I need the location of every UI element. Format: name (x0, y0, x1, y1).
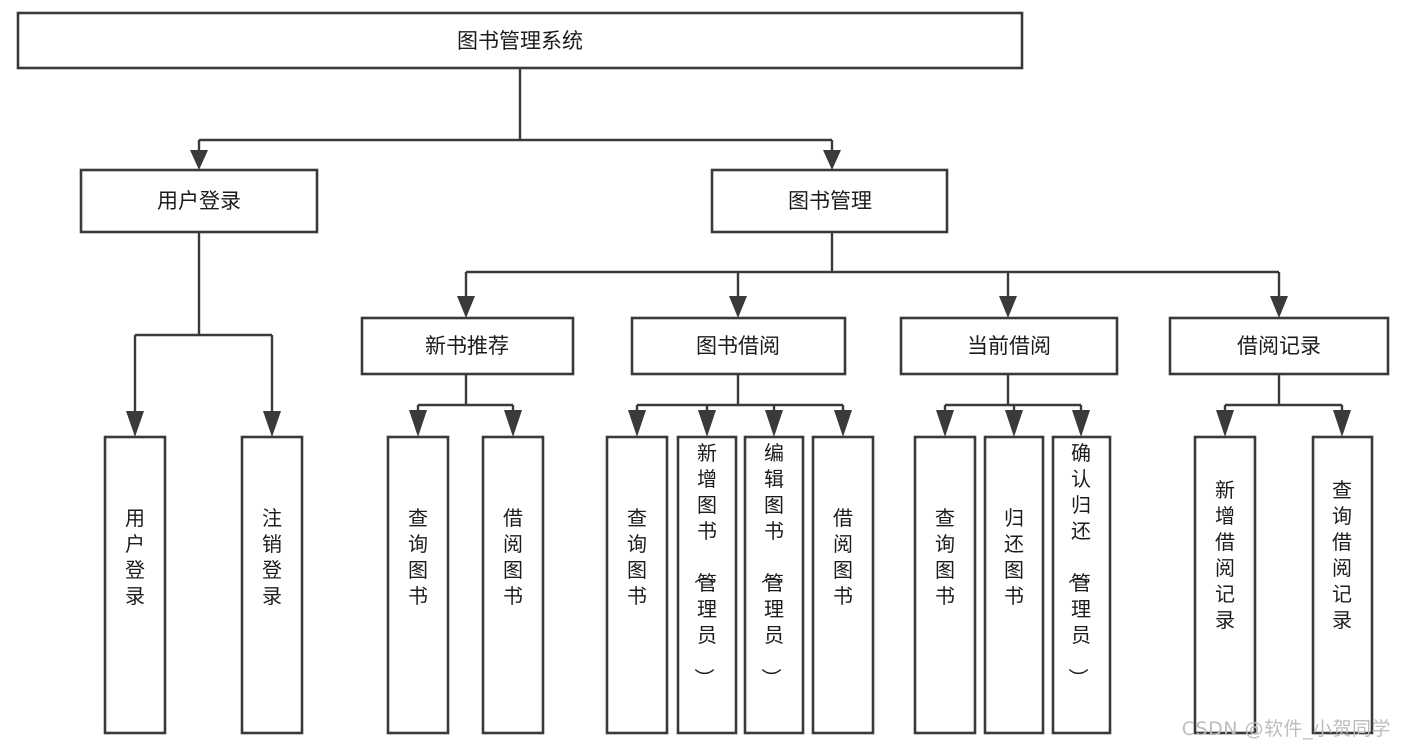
node-leaf-user-logout[interactable]: 注销登录 (240, 435, 304, 735)
arrow-to-leaf-query-book-1 (409, 410, 427, 437)
arrow-to-leaf-add-book (698, 410, 716, 437)
arrow-to-leaf-query-record (1333, 410, 1351, 437)
connector-group-book-borrow (628, 374, 852, 437)
node-book-borrow-box[interactable] (630, 316, 847, 376)
node-leaf-edit-book[interactable]: 编辑图书（管理员） (743, 435, 805, 735)
node-current-borrow[interactable]: 当前借阅 (899, 316, 1119, 376)
node-leaf-add-record[interactable]: 新增借阅记录 (1193, 435, 1257, 735)
arrow-to-leaf-user-login (126, 411, 144, 437)
arrow-to-user-login (190, 150, 208, 170)
node-leaf-add-book[interactable]: 新增图书（管理员） (676, 435, 738, 735)
node-leaf-confirm-return-box[interactable] (1051, 435, 1112, 735)
arrow-to-leaf-user-logout (263, 411, 281, 437)
node-leaf-user-login-box[interactable] (103, 435, 167, 735)
node-root-box[interactable] (16, 11, 1024, 70)
arrow-to-new-book-rec (457, 296, 475, 318)
node-leaf-user-logout-box[interactable] (240, 435, 304, 735)
node-leaf-query-book-1-box[interactable] (386, 435, 450, 735)
node-leaf-add-book-label: 新增图书（管理员） (692, 441, 717, 688)
node-leaf-query-book-2-label: 查询图书 (627, 506, 647, 608)
node-user-login-box[interactable] (79, 168, 319, 234)
node-leaf-borrow-book-1-label: 借阅图书 (503, 506, 523, 608)
node-leaf-borrow-book-2-box[interactable] (811, 435, 875, 735)
connector-group-borrow-record (1216, 374, 1351, 437)
node-leaf-borrow-book-2-label: 借阅图书 (833, 506, 853, 608)
node-user-login[interactable]: 用户登录 (79, 168, 319, 234)
arrow-to-book-manage (823, 150, 841, 170)
node-book-manage[interactable]: 图书管理 (710, 168, 949, 234)
node-leaf-query-book-1-label: 查询图书 (408, 506, 428, 608)
node-leaf-query-book-2[interactable]: 查询图书 (605, 435, 669, 735)
arrow-to-leaf-borrow-book-1 (504, 410, 522, 437)
node-leaf-borrow-book-1-box[interactable] (481, 435, 545, 735)
node-leaf-query-record[interactable]: 查询借阅记录 (1311, 435, 1374, 735)
node-user-login-label: 用户登录 (157, 189, 241, 213)
node-current-borrow-box[interactable] (899, 316, 1119, 376)
arrow-to-borrow-record (1270, 296, 1288, 318)
node-leaf-query-book-3-label: 查询图书 (935, 506, 955, 608)
arrow-to-current-borrow (999, 296, 1017, 318)
node-current-borrow-label: 当前借阅 (967, 334, 1051, 358)
node-leaf-add-record-label: 新增借阅记录 (1215, 478, 1235, 632)
node-leaf-borrow-book-2[interactable]: 借阅图书 (811, 435, 875, 735)
node-leaf-edit-book-box[interactable] (743, 435, 805, 735)
node-leaf-return-book-label: 归还图书 (1004, 506, 1024, 608)
node-leaf-user-logout-label: 注销登录 (262, 506, 282, 608)
node-leaf-return-book-box[interactable] (983, 435, 1045, 735)
node-leaf-confirm-return[interactable]: 确认归还（管理员） (1051, 435, 1112, 735)
arrow-to-leaf-return-book (1005, 410, 1023, 437)
node-borrow-record-box[interactable] (1168, 316, 1390, 376)
node-leaf-add-book-box[interactable] (676, 435, 738, 735)
node-book-borrow[interactable]: 图书借阅 (630, 316, 847, 376)
arrow-to-leaf-query-book-3 (936, 410, 954, 437)
node-new-book-rec[interactable]: 新书推荐 (360, 316, 575, 376)
node-new-book-rec-label: 新书推荐 (425, 334, 509, 358)
node-leaf-edit-book-label: 编辑图书（管理员） (759, 441, 784, 688)
arrow-to-leaf-add-record (1216, 410, 1234, 437)
node-borrow-record[interactable]: 借阅记录 (1168, 316, 1390, 376)
node-book-manage-label: 图书管理 (788, 189, 872, 213)
connector-group-current-borrow (936, 374, 1090, 437)
node-leaf-user-login[interactable]: 用户登录 (103, 435, 167, 735)
connector-group-book-manage (457, 232, 1288, 318)
node-book-borrow-label: 图书借阅 (696, 334, 780, 358)
connector-group-user-login (126, 232, 281, 437)
csdn-watermark: CSDN @软件_小贺同学 (1181, 718, 1391, 740)
node-leaf-user-login-label: 用户登录 (125, 506, 145, 608)
connector-group-root (190, 68, 841, 170)
node-new-book-rec-box[interactable] (360, 316, 575, 376)
node-leaf-query-book-1[interactable]: 查询图书 (386, 435, 450, 735)
node-leaf-return-book[interactable]: 归还图书 (983, 435, 1045, 735)
node-borrow-record-label: 借阅记录 (1237, 334, 1321, 358)
node-leaf-add-record-box[interactable] (1193, 435, 1257, 735)
node-leaf-confirm-return-label: 确认归还（管理员） (1066, 441, 1091, 688)
connector-group-new-book-rec (409, 374, 522, 437)
node-root[interactable]: 图书管理系统 (16, 11, 1024, 70)
node-leaf-query-book-3-box[interactable] (913, 435, 977, 735)
node-leaf-query-record-box[interactable] (1311, 435, 1374, 735)
node-leaf-query-record-label: 查询借阅记录 (1332, 478, 1352, 632)
node-leaf-query-book-3[interactable]: 查询图书 (913, 435, 977, 735)
arrow-to-leaf-confirm-return (1072, 410, 1090, 437)
arrow-to-leaf-borrow-book-2 (834, 410, 852, 437)
arrow-to-book-borrow (729, 296, 747, 318)
node-leaf-borrow-book-1[interactable]: 借阅图书 (481, 435, 545, 735)
node-book-manage-box[interactable] (710, 168, 949, 234)
arrow-to-leaf-query-book-2 (628, 410, 646, 437)
node-root-label: 图书管理系统 (457, 29, 583, 53)
arrow-to-leaf-edit-book (765, 410, 783, 437)
node-leaf-query-book-2-box[interactable] (605, 435, 669, 735)
